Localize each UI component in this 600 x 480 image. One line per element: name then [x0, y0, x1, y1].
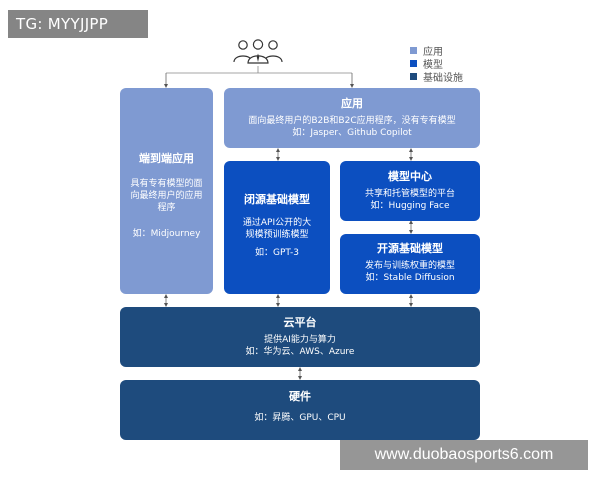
cloud-platform-title: 云平台	[283, 316, 317, 329]
model-hub-desc: 共享和托管模型的平台	[364, 189, 455, 199]
app-example: 如：Jasper、Github Copilot	[292, 128, 412, 138]
end-to-end-app-box: 端到端应用 具有专有模型的面 向最终用户的应用 程序 如：Midjourney	[120, 88, 213, 294]
model-hub-example: 如：Hugging Face	[370, 201, 450, 211]
legend-item-infra: 基础设施	[410, 70, 463, 84]
legend-swatch-model	[410, 59, 417, 67]
users-icon	[233, 39, 283, 64]
cloud-platform-example: 如：华为云、AWS、Azure	[245, 347, 355, 357]
open-model-example: 如：Stable Diffusion	[365, 273, 455, 283]
model-hub-box: 模型中心 共享和托管模型的平台 如：Hugging Face	[340, 161, 480, 221]
legend-label-infra: 基础设施	[423, 72, 463, 84]
legend-label-model: 模型	[423, 59, 443, 71]
legend-label-app: 应用	[423, 46, 443, 58]
legend-item-model: 模型	[410, 57, 463, 71]
end-to-end-app-desc-2: 向最终用户的应用	[130, 191, 203, 201]
closed-model-title: 闭源基础模型	[244, 193, 310, 206]
cloud-platform-desc: 提供AI能力与算力	[264, 335, 336, 345]
end-to-end-app-desc-3: 程序	[157, 203, 176, 213]
app-title: 应用	[341, 97, 363, 110]
hardware-example: 如：昇腾、GPU、CPU	[254, 413, 346, 423]
hardware-box: 硬件 如：昇腾、GPU、CPU	[120, 380, 480, 440]
cloud-platform-box: 云平台 提供AI能力与算力 如：华为云、AWS、Azure	[120, 307, 480, 367]
closed-model-desc-2: 规模预训练模型	[245, 230, 309, 240]
legend-item-app: 应用	[410, 44, 463, 58]
watermark: www.duobaosports6.com	[340, 440, 588, 470]
app-desc: 面向最终用户的B2B和B2C应用程序，没有专有模型	[248, 116, 456, 126]
model-hub-title: 模型中心	[388, 170, 432, 183]
open-model-title: 开源基础模型	[377, 242, 443, 255]
open-model-box: 开源基础模型 发布与训练权重的模型 如：Stable Diffusion	[340, 234, 480, 294]
open-model-desc: 发布与训练权重的模型	[364, 261, 455, 271]
closed-model-desc-1: 通过API公开的大	[242, 218, 312, 228]
end-to-end-app-example: 如：Midjourney	[132, 229, 201, 239]
legend: 应用 模型 基础设施	[410, 44, 463, 84]
tg-label: TG: MYYJJPP	[8, 10, 148, 38]
app-box: 应用 面向最终用户的B2B和B2C应用程序，没有专有模型 如：Jasper、Gi…	[224, 88, 480, 148]
legend-swatch-app	[410, 46, 417, 54]
end-to-end-app-title: 端到端应用	[139, 152, 194, 165]
end-to-end-app-desc-1: 具有专有模型的面	[130, 179, 203, 189]
hardware-title: 硬件	[289, 390, 311, 403]
closed-model-example: 如：GPT-3	[254, 248, 300, 258]
legend-swatch-infra	[410, 72, 417, 80]
closed-model-box: 闭源基础模型 通过API公开的大 规模预训练模型 如：GPT-3	[224, 161, 330, 294]
